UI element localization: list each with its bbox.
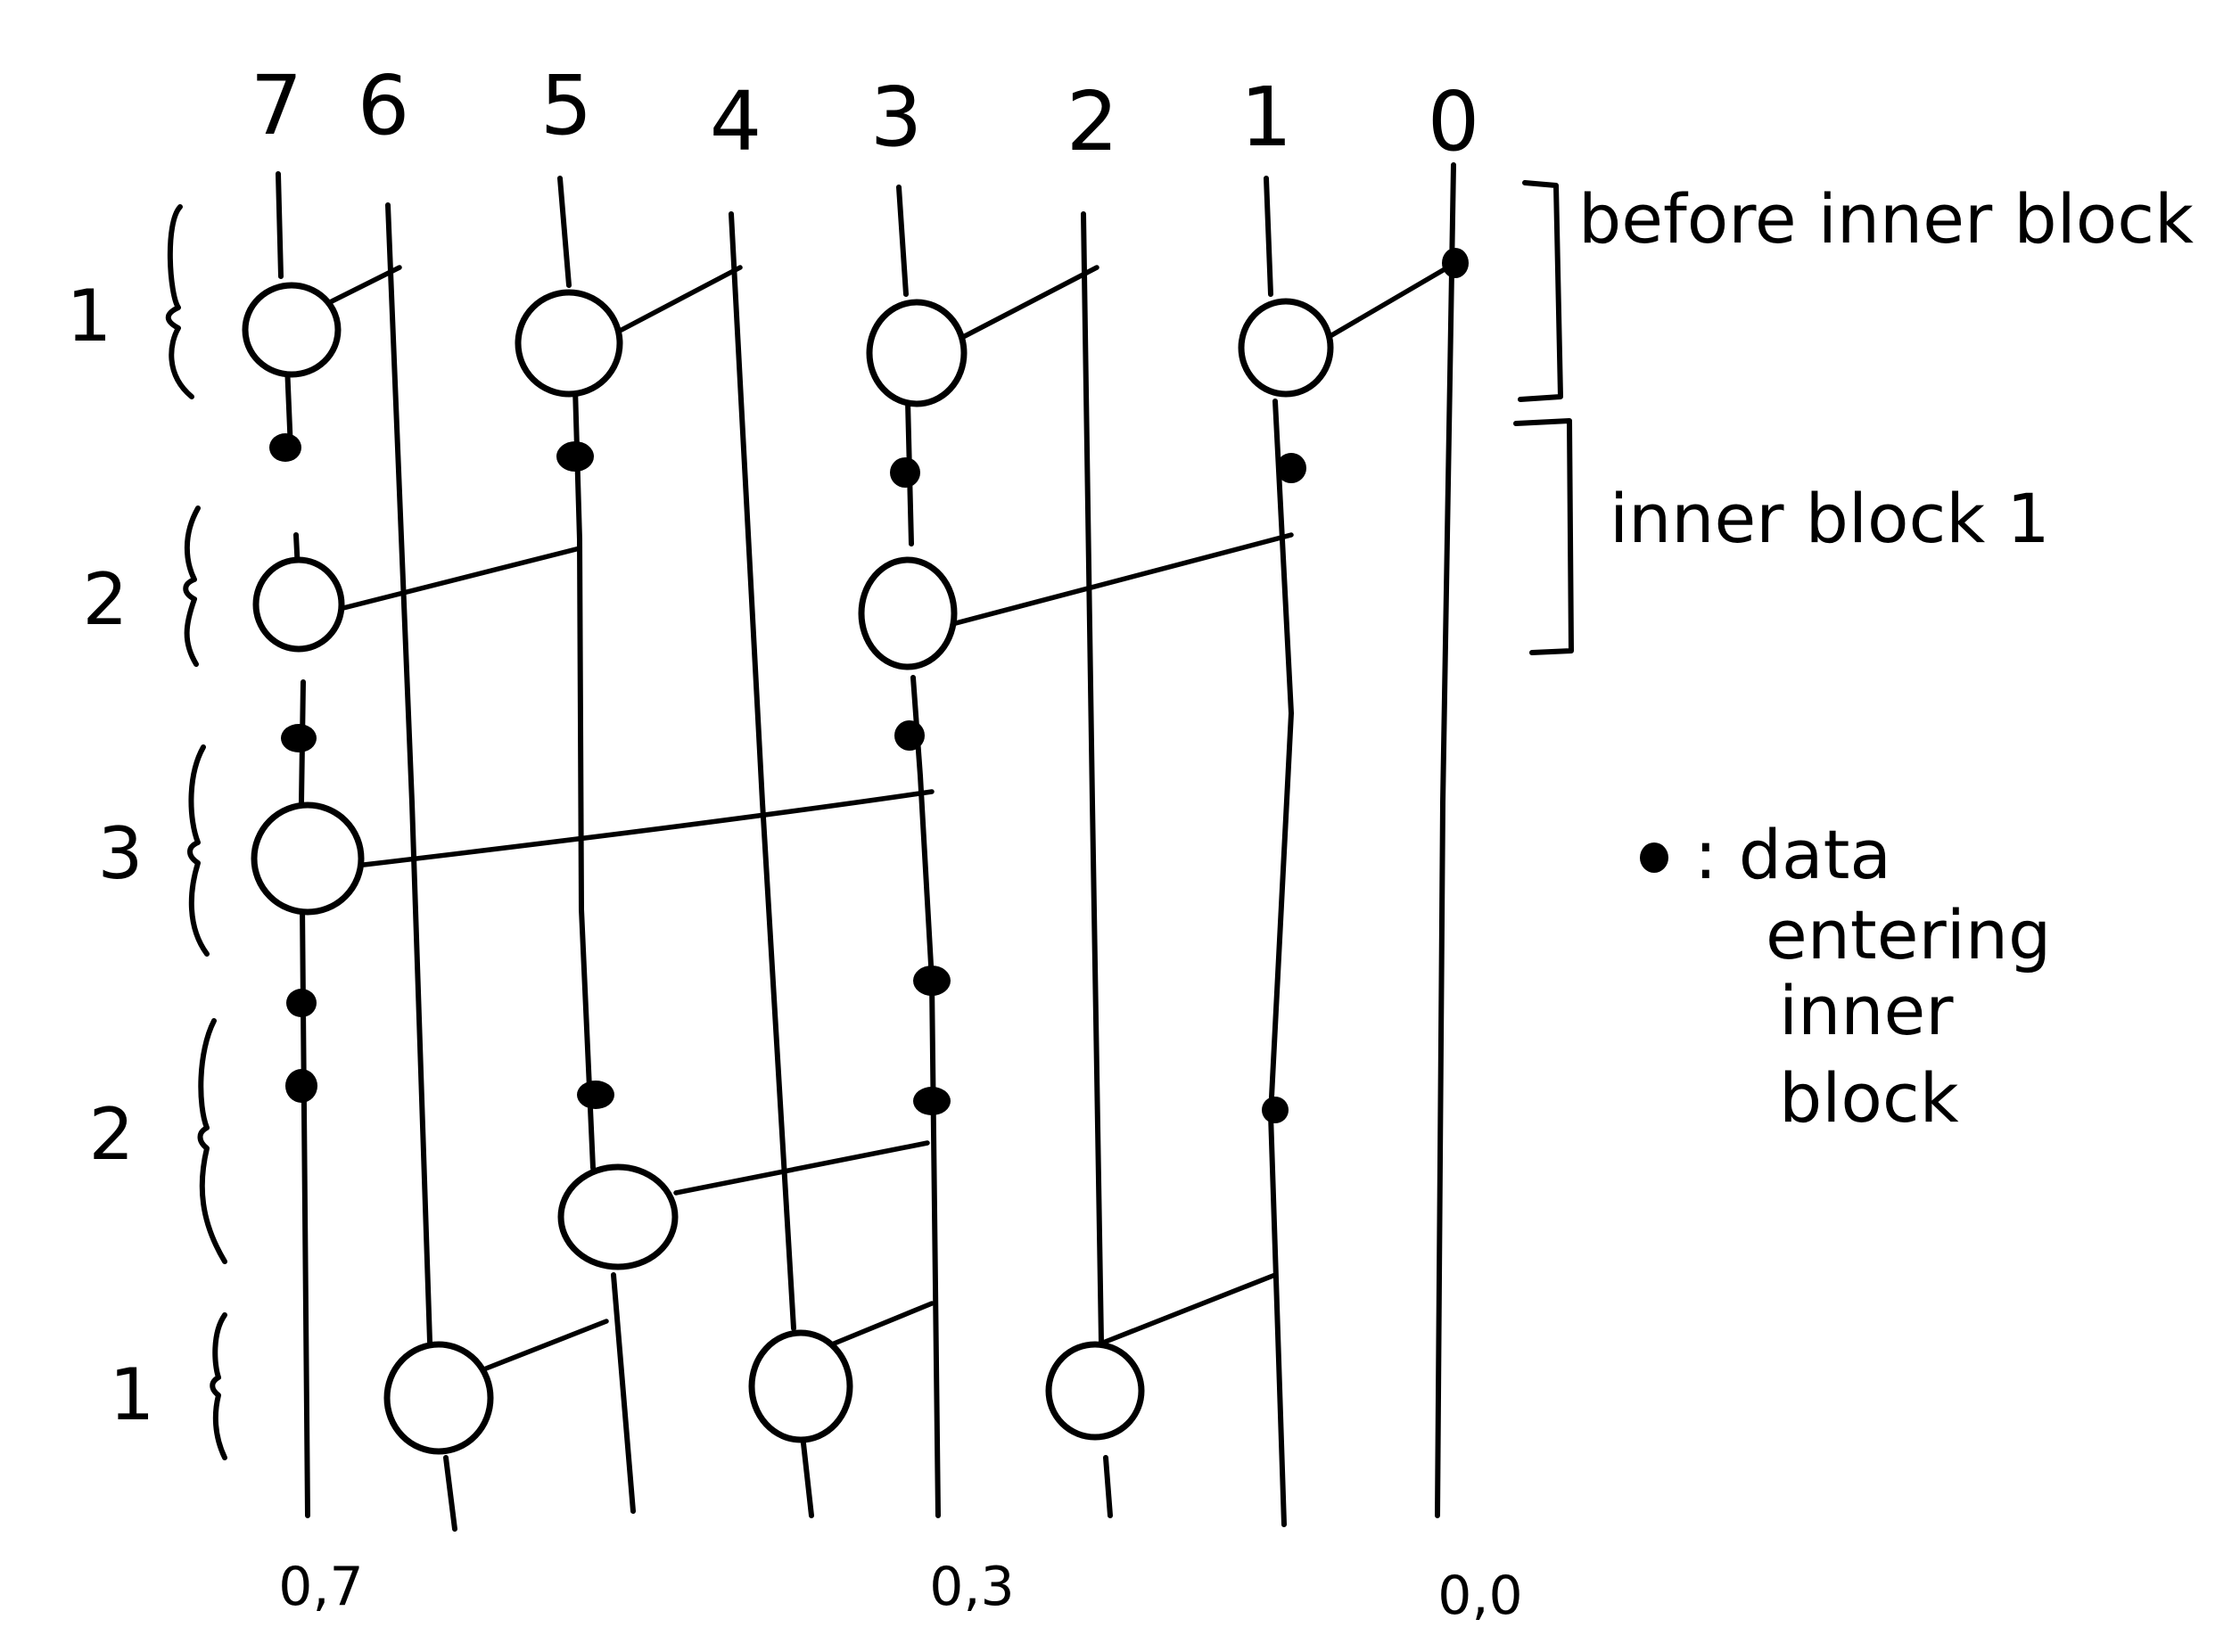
marker <box>1442 248 1469 278</box>
node-level1-col1 <box>1238 298 1334 398</box>
annotation-inner-block-1: inner block 1 <box>1610 479 2050 558</box>
marker <box>269 433 301 462</box>
column-label-4: 4 <box>710 74 762 169</box>
node-level5-col6 <box>383 1341 494 1455</box>
marker <box>890 457 920 488</box>
level-label-2: 2 <box>83 558 128 641</box>
output-label-0-3: 0,3 <box>929 1556 1014 1618</box>
output-label-0-0: 0,0 <box>1437 1565 1522 1627</box>
wires <box>276 162 1456 1532</box>
level-brace-5 <box>210 1312 227 1460</box>
connector-l2-a <box>341 546 582 611</box>
wire-6 <box>385 202 457 1532</box>
node-level4-col5 <box>557 1163 679 1270</box>
connectors <box>329 260 1458 1371</box>
legend-line-1: : data <box>1694 815 1891 894</box>
level-label-4: 2 <box>89 1093 135 1176</box>
legend-line-2: entering <box>1766 895 2051 974</box>
column-label-0: 0 <box>1428 74 1480 169</box>
connector-l1-c <box>960 265 1099 340</box>
column-label-5: 5 <box>540 58 593 153</box>
bracket-before <box>1518 180 1563 402</box>
node-level1-col3 <box>866 299 968 407</box>
wire-2 <box>1081 211 1113 1518</box>
node-level5-col2 <box>1045 1341 1145 1441</box>
marker <box>556 441 594 472</box>
output-labels: 0,7 0,3 0,0 <box>278 1556 1522 1627</box>
marker <box>577 1081 614 1109</box>
connector-l1-a <box>329 265 402 304</box>
column-labels: 7 6 5 4 3 2 1 0 <box>251 58 1480 169</box>
marker <box>281 724 317 752</box>
marker <box>913 1087 951 1115</box>
level-brace-1 <box>165 204 194 399</box>
node-level1-col5 <box>515 289 623 398</box>
marker <box>285 1069 317 1103</box>
output-label-0-7: 0,7 <box>278 1556 363 1618</box>
marker <box>913 966 951 996</box>
stage-annotations: before inner block inner block 1 <box>1513 179 2194 655</box>
connector-l2-b <box>950 532 1294 627</box>
connector-l3-a <box>361 789 935 867</box>
marker <box>1276 453 1306 483</box>
column-label-1: 1 <box>1240 70 1293 165</box>
marker <box>1262 1097 1289 1123</box>
level-brace-2 <box>183 505 201 667</box>
level-brace-4 <box>197 1018 227 1264</box>
bracket-inner <box>1513 418 1574 655</box>
level-label-1: 1 <box>67 275 112 358</box>
column-label-6: 6 <box>358 58 410 153</box>
level-labels: 1 2 3 2 1 <box>67 204 227 1460</box>
wire-1 <box>1264 176 1294 1527</box>
column-label-7: 7 <box>251 58 303 153</box>
level-label-3: 3 <box>98 812 144 895</box>
legend: : data entering inner block <box>1640 815 2051 1138</box>
column-label-3: 3 <box>870 70 923 165</box>
column-label-2: 2 <box>1066 74 1119 169</box>
connector-l4-a <box>673 1140 930 1196</box>
level-label-5: 1 <box>110 1353 155 1436</box>
node-level5-col4 <box>748 1329 853 1443</box>
node-level1-col7 <box>242 282 342 378</box>
connector-l5-c <box>1096 1272 1278 1347</box>
legend-line-3: inner <box>1779 971 1954 1050</box>
level-brace-3 <box>187 744 210 957</box>
wire-0 <box>1435 162 1456 1518</box>
connector-l5-b <box>825 1301 935 1349</box>
wire-4 <box>729 211 814 1518</box>
marker <box>286 989 317 1017</box>
connector-l1-d <box>1326 260 1458 340</box>
wire-7 <box>276 171 310 1518</box>
connector-l1-b <box>619 265 743 333</box>
annotation-before-inner-block: before inner block <box>1578 179 2194 259</box>
node-level2-col7 <box>252 556 345 653</box>
legend-dot-marker <box>1640 842 1668 873</box>
legend-line-4: block <box>1779 1058 1959 1138</box>
nodes <box>242 282 1334 1455</box>
connector-l5-a <box>483 1319 609 1371</box>
marker <box>894 720 925 751</box>
node-level3-col7 <box>251 801 365 916</box>
node-level2-col3 <box>858 556 958 670</box>
data-markers <box>269 248 1469 1123</box>
